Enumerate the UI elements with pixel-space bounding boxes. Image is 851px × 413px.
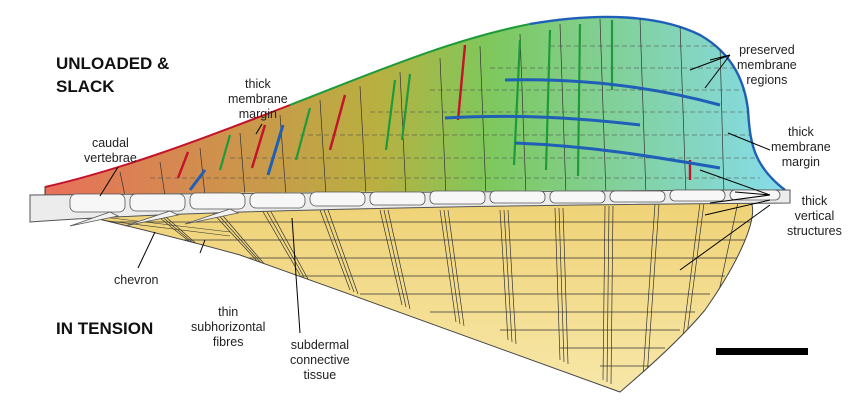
red-fibres [176, 44, 692, 180]
caudal-vertebrae-chain [29, 189, 791, 227]
chevrons [69, 208, 240, 227]
lower-membrane [39, 199, 754, 393]
label-thin-subhorizontal-fibres: thin subhorizontal fibres [191, 305, 266, 349]
heading-unloaded-slack: UNLOADED & SLACK [56, 54, 170, 96]
blue-fibres [188, 78, 721, 191]
label-preserved-membrane-regions: preserved membrane regions [737, 43, 797, 87]
label-thick-vertical-structures: thick vertical structures [787, 194, 842, 238]
label-thick-membrane-margin-left: thick membrane margin [228, 77, 288, 121]
upper-membrane [44, 15, 787, 198]
label-subdermal-connective-tissue: subdermal connective tissue [290, 338, 350, 382]
label-thick-membrane-margin-right: thick membrane margin [771, 125, 831, 169]
scale-bar [716, 348, 808, 355]
heading-in-tension: IN TENSION [56, 319, 154, 338]
label-chevron: chevron [114, 273, 159, 287]
green-fibres [218, 20, 614, 177]
leader-lines [99, 54, 771, 334]
label-caudal-vertebrae: caudal vertebrae [84, 136, 137, 165]
